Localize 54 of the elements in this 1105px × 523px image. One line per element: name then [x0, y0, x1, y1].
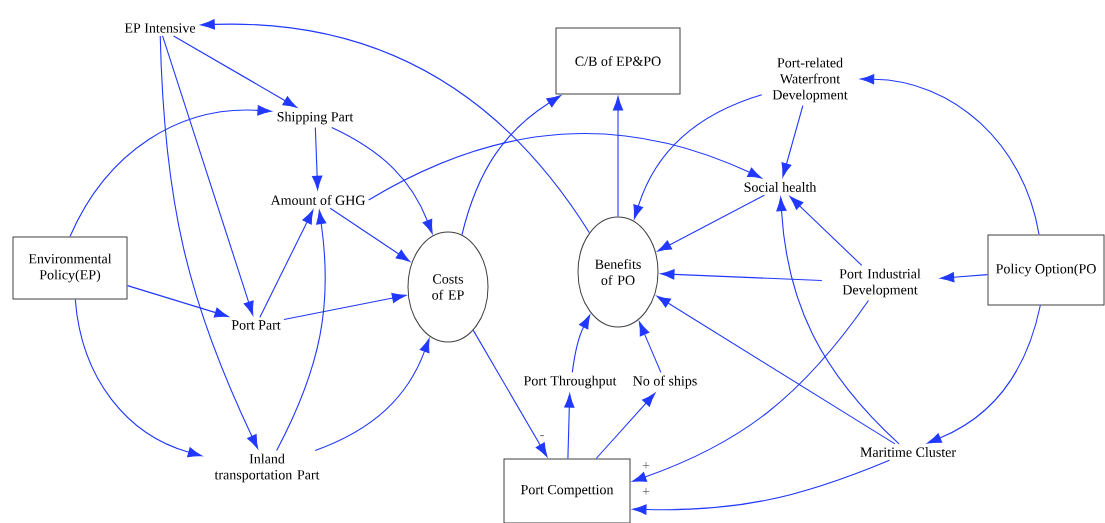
node-label: Port Throughput [523, 375, 617, 389]
arrow [314, 338, 430, 451]
arrow [126, 285, 229, 318]
node-label: EP Intensive [124, 23, 196, 33]
arrow [781, 105, 804, 178]
arrow [259, 209, 314, 318]
arrow [660, 269, 823, 282]
arrow [638, 321, 662, 373]
arrow [656, 295, 896, 445]
arrow [927, 304, 1041, 444]
arrow [331, 127, 433, 234]
node-label: Port-related Waterfront Development [772, 57, 848, 103]
node-label: Port Industrial Development [839, 268, 921, 298]
node-label: Port Part [231, 320, 281, 330]
arrow [329, 207, 411, 262]
node-label: No of ships [633, 375, 697, 389]
arrow [461, 95, 561, 236]
edge-label: + [641, 487, 651, 497]
arrow [595, 392, 656, 460]
arrow [368, 133, 762, 201]
process-box: Policy Option(PO [987, 234, 1105, 306]
arrow [612, 96, 624, 218]
arrow [173, 35, 297, 108]
arrow [632, 459, 890, 515]
arrow [69, 105, 272, 238]
node-label: Shipping Part [277, 111, 354, 125]
arrow [633, 94, 763, 219]
arrow [860, 74, 1040, 236]
arrow [571, 314, 591, 373]
arrow [564, 393, 575, 460]
arrow [312, 127, 323, 190]
node-label: Social health [744, 182, 817, 192]
arrow [276, 210, 327, 451]
process-box: Environmental Policy(EP) [12, 236, 128, 300]
edge-label: + [641, 461, 651, 471]
arrow [776, 197, 900, 445]
node-label: Inland transportation Part [214, 453, 320, 483]
edge-label: - [538, 434, 546, 440]
node-label: Maritime Cluster [860, 447, 956, 457]
arrow [657, 194, 766, 252]
arrow [472, 329, 548, 457]
ellipse-node: Benefits of PO [577, 216, 659, 328]
arrow [74, 298, 202, 458]
process-box: Port Compettion [503, 458, 631, 523]
process-box: C/B of EP&PO [555, 27, 681, 95]
arrow [162, 35, 254, 316]
arrow [940, 272, 989, 283]
node-label: Amount of GHG [270, 195, 365, 205]
ellipse-node: Costs of EP [407, 231, 489, 343]
arrow [632, 300, 870, 482]
arrow [159, 35, 259, 449]
arrow [283, 292, 407, 321]
arrow [789, 196, 863, 266]
arrow [200, 19, 590, 234]
